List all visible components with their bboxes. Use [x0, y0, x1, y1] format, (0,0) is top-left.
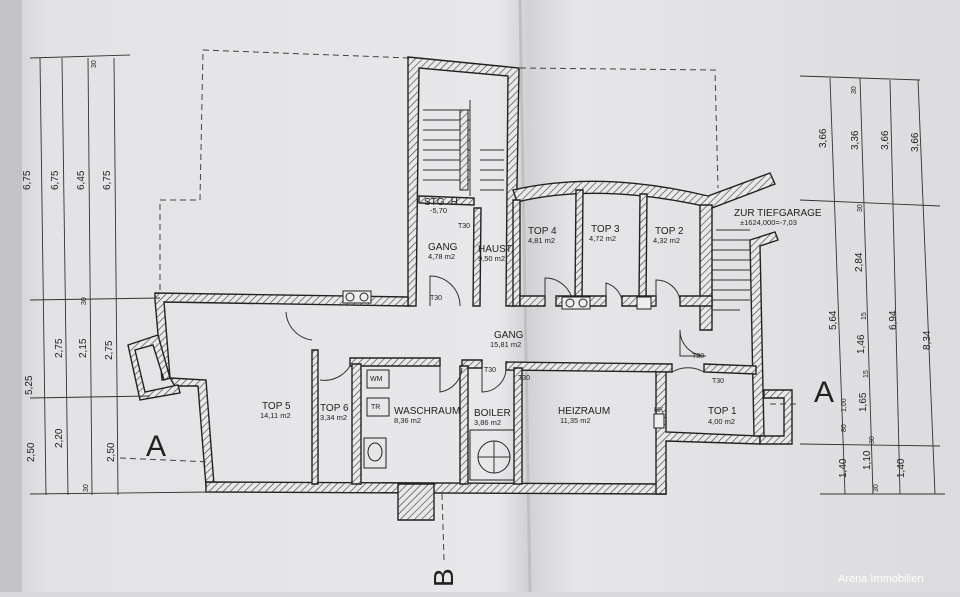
dim-left-col3-3: 30 [81, 297, 88, 305]
dim-right-col2-12: 1,00 [841, 398, 848, 412]
staircase-garage [712, 229, 750, 311]
dim-right-col2-2: 2,84 [854, 252, 865, 272]
dryer-label: TR [371, 404, 380, 411]
room-top6-name: TOP 6 [320, 403, 349, 414]
dim-right-col4-1: 8,34 [922, 330, 933, 350]
room-top2-name: TOP 2 [655, 226, 684, 237]
dim-right-col1-1: 5,64 [828, 310, 839, 330]
dim-left-col4-2: 2,50 [106, 442, 117, 462]
garage-level: ±1624,000=-7,03 [740, 218, 797, 227]
dim-left-col2-0: 6,75 [50, 170, 61, 190]
section-a-right: A [814, 376, 834, 409]
walls [127, 56, 793, 521]
room-boiler-area: 3,86 m2 [474, 418, 501, 427]
door-tag: T30 [458, 223, 470, 230]
room-top4-area: 4,81 m2 [528, 236, 555, 245]
dim-right-col2-7: 80 [841, 424, 848, 432]
room-gang-small-area: 4,78 m2 [428, 252, 455, 261]
door-tag: T30 [692, 353, 704, 360]
dim-left-col3-4: 30 [83, 484, 90, 492]
room-haust-area: 9,50 m2 [478, 254, 505, 263]
room-boiler-name: BOILER [474, 408, 511, 419]
door-swings [285, 275, 707, 393]
dim-right-col3-1: 6,94 [888, 310, 899, 330]
room-top1-area: 4,00 m2 [708, 417, 735, 426]
dim-right-col2-0: 30 [851, 86, 858, 94]
room-heizraum-name: HEIZRAUM [558, 406, 610, 417]
door-tag: T30 [484, 367, 496, 374]
dim-right-col2-8: 30 [869, 436, 876, 444]
dim-right-col3-0: 3,66 [880, 130, 891, 150]
room-top6-area: 3,34 m2 [320, 413, 347, 422]
door-tag: T30 [712, 378, 724, 385]
dim-left-col4-1: 2,75 [104, 340, 115, 360]
dim-right-col2-4: 1,65 [858, 392, 869, 412]
section-a-left: A [146, 430, 166, 463]
dim-right-col3-2: 1,40 [896, 458, 907, 478]
fixtures [342, 290, 665, 481]
room-haust-name: HAUST. [478, 244, 514, 255]
watermark: Arena Immobilien [838, 573, 924, 585]
dimension-lines [29, 54, 945, 496]
garage-label: ZUR TIEFGARAGE [734, 208, 822, 219]
heater-label: HK [654, 407, 664, 414]
dim-left-col3-0: 6,45 [76, 170, 87, 190]
room-top4-name: TOP 4 [528, 226, 557, 237]
room-stg-name: STG.-H. [424, 197, 461, 208]
room-gang-main-name: GANG [494, 330, 524, 341]
dim-right-col2-11: 15 [863, 370, 870, 378]
door-tag: T30 [430, 295, 442, 302]
dim-right-col4-0: 3,66 [910, 132, 921, 152]
dim-left-col3-1: 2,15 [78, 338, 89, 358]
room-top3-name: TOP 3 [591, 224, 620, 235]
staircase-upper [423, 100, 504, 196]
room-top2-area: 4,32 m2 [653, 236, 680, 245]
dim-right-col2-3: 1,46 [856, 334, 867, 354]
room-top5-area: 14,11 m2 [260, 411, 291, 420]
dim-right-col2-9: 30 [873, 484, 880, 492]
room-heizraum-area: 11,35 m2 [560, 416, 591, 425]
dim-left-col2-2: 2,20 [54, 428, 65, 448]
dim-left-col1-2: 2,50 [26, 442, 37, 462]
dim-left-col3-2: 30 [91, 60, 98, 68]
room-waschraum-name: WASCHRAUM [394, 406, 460, 417]
dim-left-col1-1: 5,25 [24, 375, 35, 395]
dim-right-col2-6: 30 [857, 204, 864, 212]
room-top5-name: TOP 5 [262, 401, 291, 412]
dim-right-col2-5: 1,10 [862, 450, 873, 470]
door-tag: T30 [518, 375, 530, 382]
section-b: B [428, 568, 459, 587]
washing-machine-label: WM [370, 376, 383, 383]
room-waschraum-area: 8,36 m2 [394, 416, 421, 425]
room-gang-main-area: 15,81 m2 [490, 340, 521, 349]
upper-floor-outline [159, 49, 719, 300]
dim-right-col2-10: 15 [861, 312, 868, 320]
dim-right-col2-1: 3,36 [850, 130, 861, 150]
room-stg-area: -5,70 [430, 206, 447, 215]
dim-right-col1-0: 3,66 [818, 128, 829, 148]
dim-right-col1-2: 1,40 [838, 458, 849, 478]
dim-left-col2-1: 2,75 [54, 338, 65, 358]
room-top3-area: 4,72 m2 [589, 234, 616, 243]
dim-left-col4-0: 6,75 [102, 170, 113, 190]
page-edge [0, 0, 22, 592]
room-gang-small-name: GANG [428, 242, 458, 253]
dim-left-col1-0: 6,75 [22, 170, 33, 190]
section-lines [119, 403, 800, 561]
room-top1-name: TOP 1 [708, 406, 737, 417]
